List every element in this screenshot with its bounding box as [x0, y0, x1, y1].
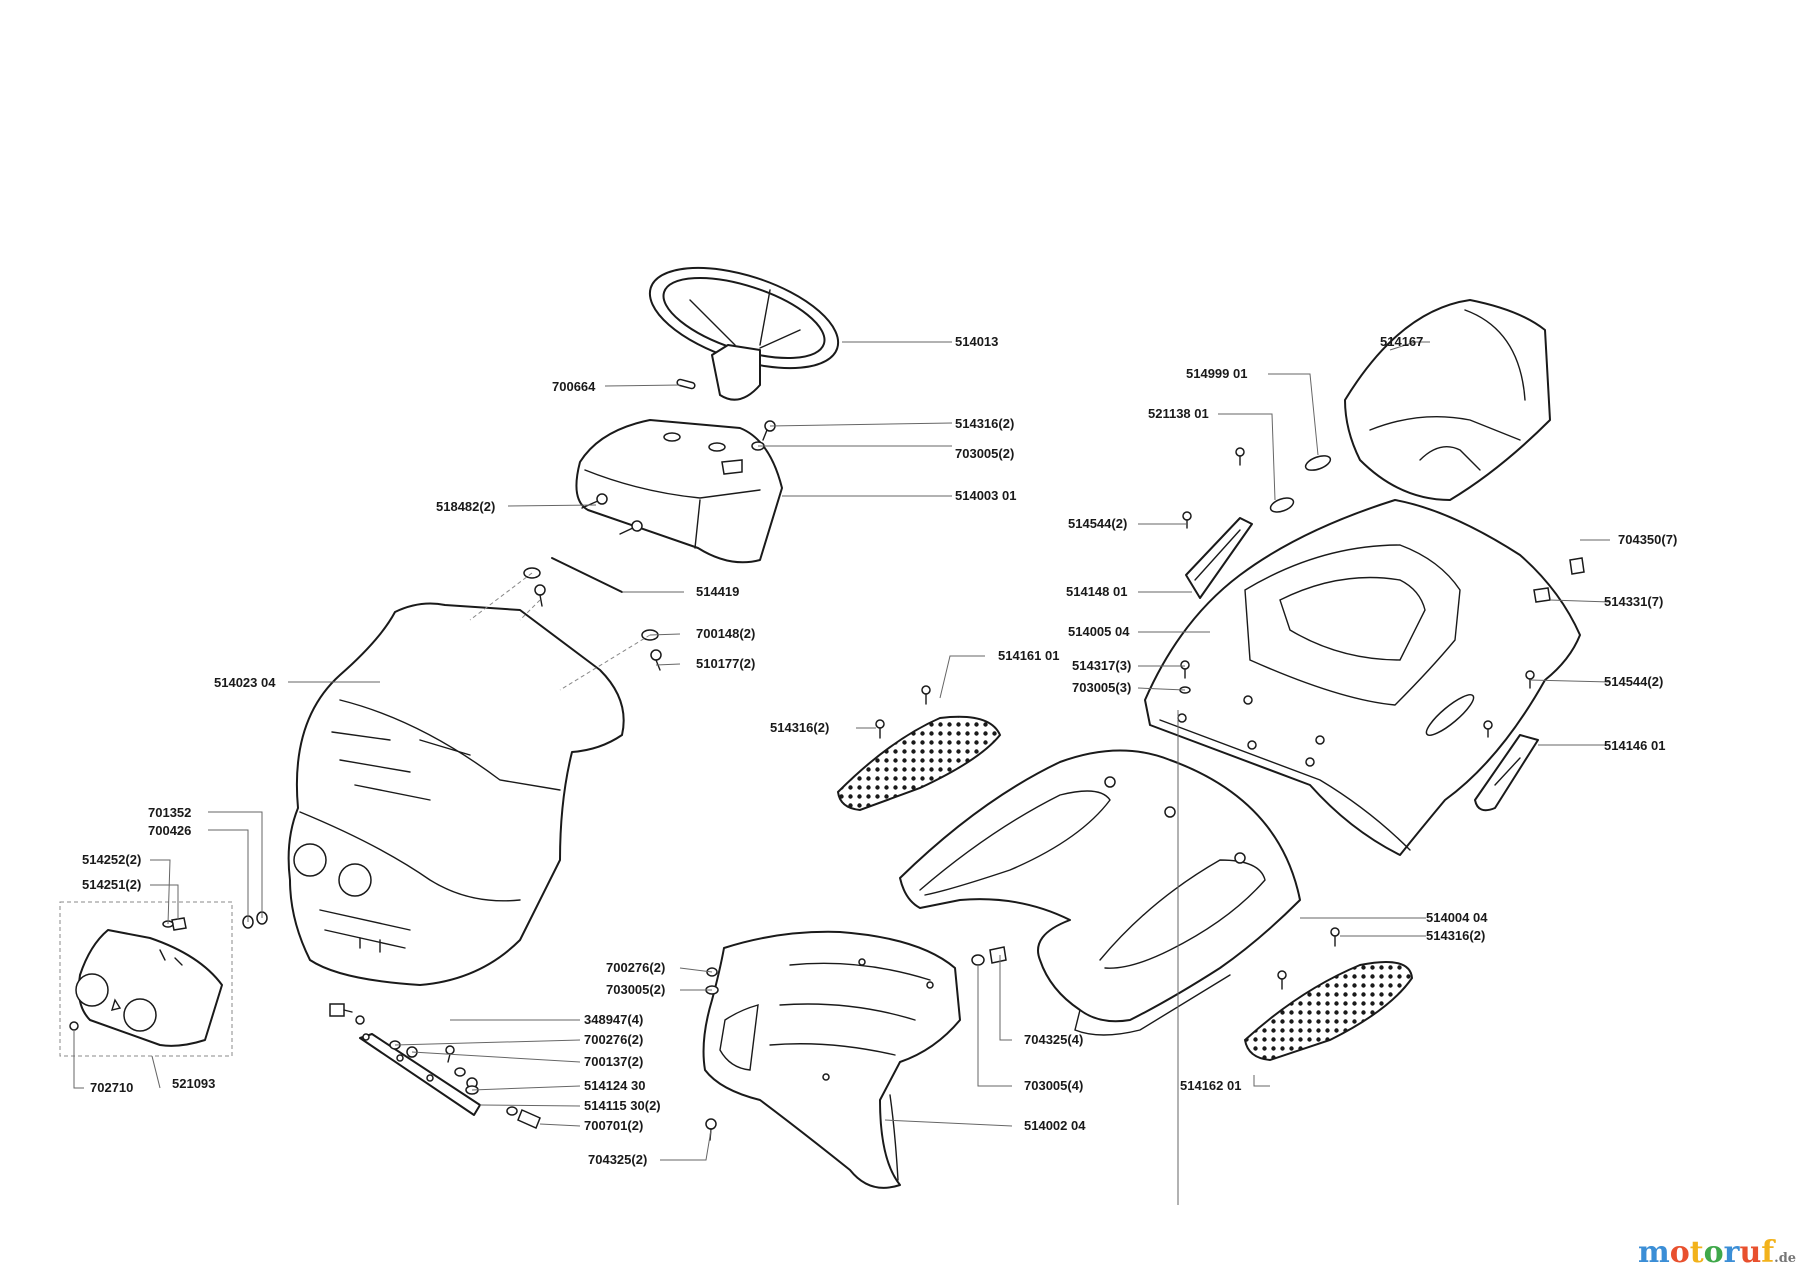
label-washer-700148: 700148(2): [696, 626, 755, 641]
screw-514544-right: [1483, 670, 1535, 738]
label-514251: 514251(2): [82, 877, 141, 892]
label-514252: 514252(2): [82, 852, 141, 867]
label-screw-514544-right: 514544(2): [1604, 674, 1663, 689]
cover-514146: [1474, 734, 1539, 812]
screw-514316-dash: [762, 420, 776, 441]
front-panel: [702, 930, 961, 1189]
label-headlight-assembly: 521093: [172, 1076, 215, 1091]
label-cover-514148: 514148 01: [1066, 584, 1127, 599]
clip-514331: [1533, 587, 1551, 603]
label-702710: 702710: [90, 1080, 133, 1095]
logo-letter-u: u: [1739, 1235, 1761, 1270]
rod-514419: [551, 557, 623, 593]
label-screw-704325-left: 704325(2): [588, 1152, 647, 1167]
washer-703005-right: [971, 954, 985, 966]
labels: 514013 700664 514316(2) 703005(2) 514003…: [82, 334, 1677, 1167]
label-bolt-348947: 348947(4): [584, 1012, 643, 1027]
label-700426: 700426: [148, 823, 191, 838]
label-screw-dash: 514316(2): [955, 416, 1014, 431]
label-roll-pin: 700664: [552, 379, 596, 394]
label-nut-700137: 700137(2): [584, 1054, 643, 1069]
seat: [1344, 299, 1551, 501]
label-washer-703005-right: 703005(4): [1024, 1078, 1083, 1093]
label-screw-514316-left: 514316(2): [770, 720, 829, 735]
bolt-700701: [506, 1106, 541, 1130]
label-washer-dash: 703005(2): [955, 446, 1014, 461]
label-cover-514146: 514146 01: [1604, 738, 1665, 753]
headlight-assembly-box: [59, 901, 233, 1057]
label-bolt-510177: 510177(2): [696, 656, 755, 671]
label-seat: 514167: [1380, 334, 1423, 349]
washer-700276-bracket: [389, 1040, 466, 1077]
screw-518482: [581, 493, 643, 535]
dash-line-hood: [469, 572, 651, 691]
screw-514317: [1180, 660, 1325, 745]
logo-letter-o1: o: [1670, 1235, 1690, 1270]
label-screw-514544-top: 514544(2): [1068, 516, 1127, 531]
label-bracket-514124: 514124 30: [584, 1078, 645, 1093]
plug-521138: [1269, 497, 1295, 513]
label-dashboard: 514003 01: [955, 488, 1016, 503]
logo-letter-o2: o: [1704, 1235, 1724, 1270]
label-front-panel: 514002 04: [1024, 1118, 1086, 1133]
steering-wheel: [648, 266, 840, 401]
screw-514316-left: [875, 685, 931, 739]
bolt-510177: [534, 584, 662, 671]
roll-pin: [676, 378, 696, 390]
headlight-assembly: [75, 929, 223, 1047]
label-plug-514999: 514999 01: [1186, 366, 1247, 381]
bolt-704325-right: [989, 946, 1007, 964]
label-bolt-700701: 700701(2): [584, 1118, 643, 1133]
label-screw-518482: 518482(2): [436, 499, 495, 514]
plug-514999: [1304, 455, 1332, 471]
fender: [1144, 499, 1581, 856]
label-screw-514316-right: 514316(2): [1426, 928, 1485, 943]
svg-text:motoruf.de: motoruf.de: [1638, 1235, 1796, 1270]
label-bolt-704325-right: 704325(4): [1024, 1032, 1083, 1047]
logo-letter-f: f: [1761, 1235, 1776, 1270]
label-701352: 701352: [148, 805, 191, 820]
screw-702710: [69, 1021, 79, 1031]
label-plug-521138: 521138 01: [1148, 406, 1209, 421]
screw-514544-top: [1182, 447, 1245, 529]
leader-lines: [73, 341, 1611, 1161]
label-hood: 514023 04: [214, 675, 276, 690]
dashboard: [575, 419, 783, 564]
bolt-704350: [1569, 557, 1585, 575]
hood: [287, 602, 625, 986]
label-clip-514331: 514331(7): [1604, 594, 1663, 609]
logo-suffix: .de: [1774, 1251, 1796, 1266]
label-footboard: 514004 04: [1426, 910, 1488, 925]
screw-704325-left: [705, 1118, 717, 1141]
footplate-right: [1243, 961, 1414, 1062]
label-washer-700276: 700276(2): [584, 1032, 643, 1047]
logo-letter-r: r: [1724, 1235, 1741, 1270]
label-washer-703005-front: 703005(2): [606, 982, 665, 997]
cover-514148: [1185, 517, 1253, 599]
label-footplate-left: 514161 01: [998, 648, 1059, 663]
screw-514316-right: [1277, 927, 1340, 990]
part-514251: [171, 917, 187, 931]
label-steering-wheel: 514013: [955, 334, 998, 349]
logo-letter-m: m: [1638, 1235, 1670, 1270]
label-bracket-514115: 514115 30(2): [584, 1098, 661, 1113]
motoruf-logo: motoruf.de: [1638, 1235, 1796, 1270]
footplate-left: [836, 715, 1002, 812]
label-rod: 514419: [696, 584, 739, 599]
label-screw-514317: 514317(3): [1072, 658, 1131, 673]
label-footplate-right: 514162 01: [1180, 1078, 1241, 1093]
footboard: [899, 749, 1301, 1036]
label-nut-700276-front: 700276(2): [606, 960, 665, 975]
logo-letter-t: t: [1690, 1235, 1704, 1270]
label-bolt-704350: 704350(7): [1618, 532, 1677, 547]
bolt-348947: [329, 1003, 455, 1063]
label-washer-703005-fender: 703005(3): [1072, 680, 1131, 695]
label-fender: 514005 04: [1068, 624, 1130, 639]
